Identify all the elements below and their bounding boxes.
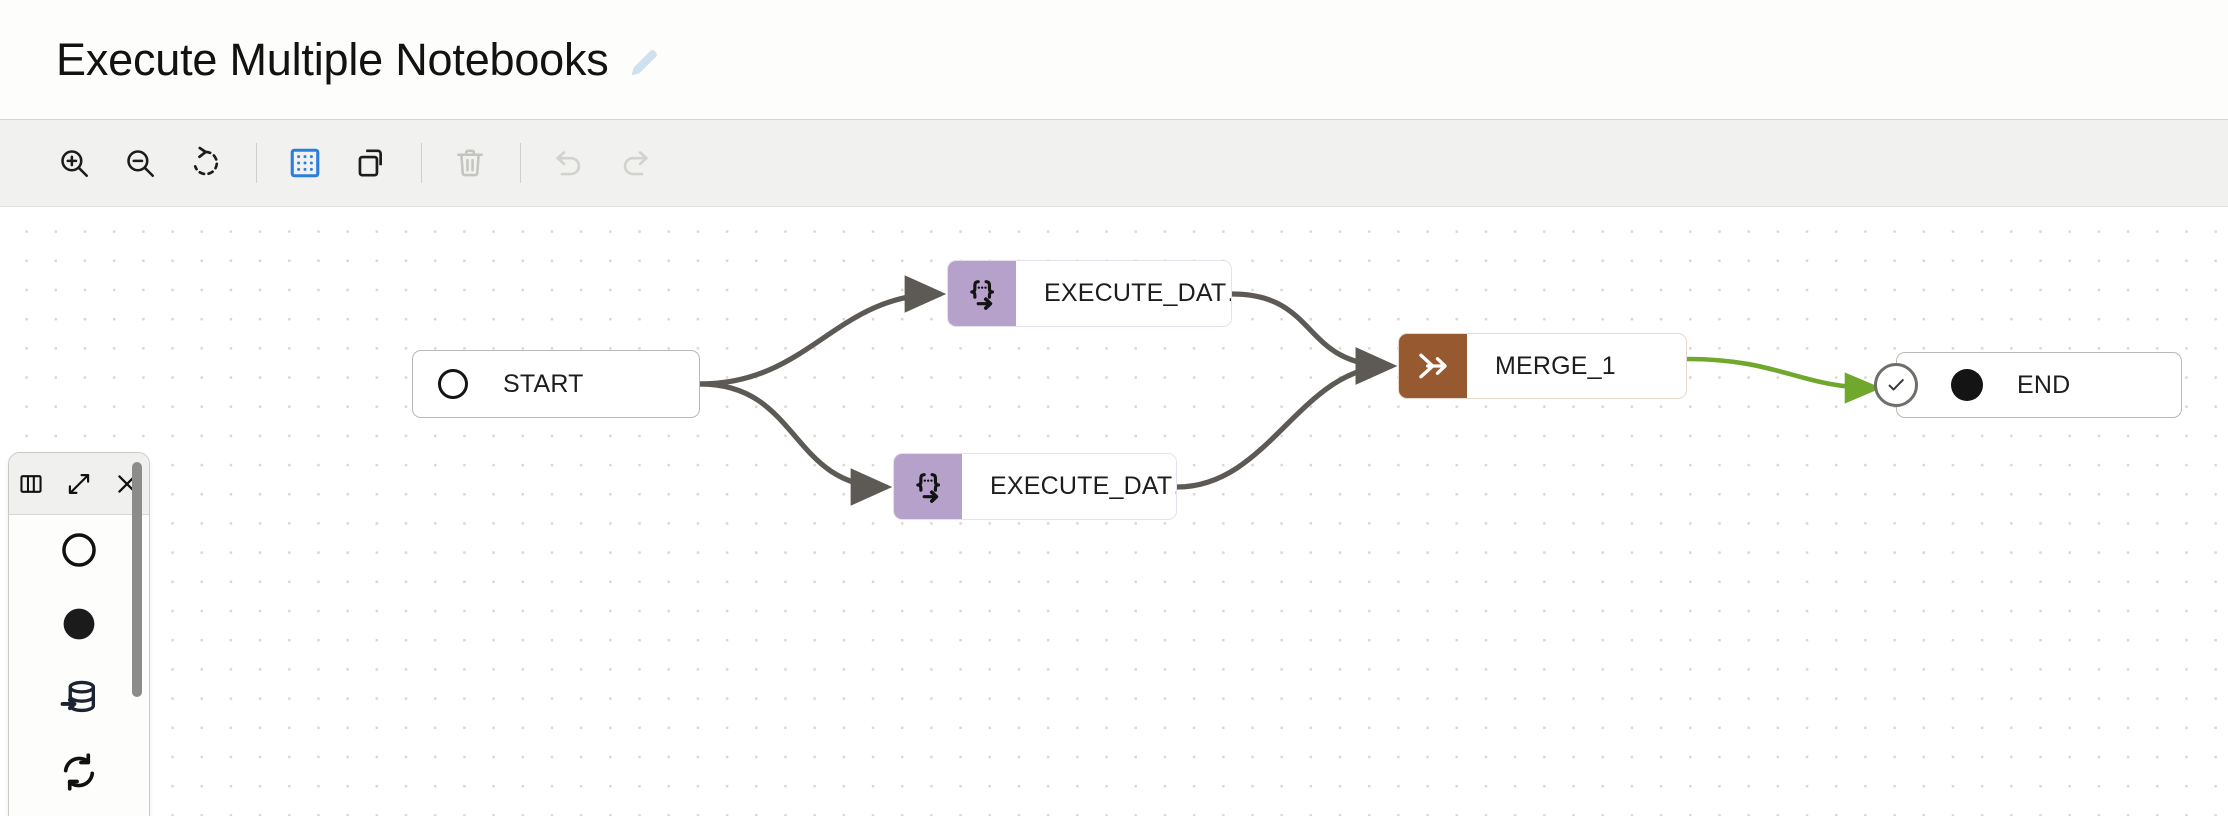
circle-outline-icon	[58, 529, 100, 576]
page-title: Execute Multiple Notebooks	[56, 34, 609, 85]
redo-button[interactable]	[609, 137, 661, 189]
palette-item-end-node[interactable]	[9, 589, 149, 663]
palette-item-loop[interactable]	[9, 737, 149, 811]
canvas-toolbar	[0, 120, 2228, 207]
flow-canvas[interactable]: START EXECUTE_DAT…	[0, 207, 2228, 816]
panel-layout-icon[interactable]	[14, 467, 48, 501]
node-start-label: START	[503, 369, 584, 398]
title-bar: Execute Multiple Notebooks	[0, 0, 2228, 120]
node-execute-dat-2-label: EXECUTE_DAT…	[990, 472, 1177, 500]
node-end[interactable]: END	[1896, 352, 2182, 418]
toolbar-divider-1	[256, 143, 257, 183]
node-execute-dat-1[interactable]: EXECUTE_DAT…	[947, 260, 1232, 327]
reset-view-button[interactable]	[180, 137, 232, 189]
code-run-icon	[948, 261, 1016, 326]
status-badge[interactable]	[1874, 363, 1918, 407]
circle-outline-icon	[413, 369, 493, 399]
code-run-icon	[894, 454, 962, 519]
palette-header	[9, 453, 149, 515]
undo-button[interactable]	[543, 137, 595, 189]
edge-start-to-execute-2	[697, 381, 893, 506]
node-end-label: END	[2017, 370, 2071, 399]
palette-item-start-node[interactable]	[9, 515, 149, 589]
edge-execute-2-to-merge	[1174, 347, 1398, 490]
palette-item-branch[interactable]	[9, 811, 149, 816]
palette-item-load-data[interactable]	[9, 663, 149, 737]
edge-start-to-execute-1	[697, 275, 947, 387]
palette-item-list[interactable]: SQL	[9, 515, 149, 816]
zoom-in-button[interactable]	[48, 137, 100, 189]
refresh-loop-icon	[58, 751, 100, 798]
node-palette-panel: SQL	[8, 452, 150, 816]
edge-execute-1-to-merge	[1229, 291, 1398, 385]
pencil-icon[interactable]	[627, 46, 661, 80]
toggle-grid-button[interactable]	[279, 137, 331, 189]
expand-arrows-icon[interactable]	[62, 467, 96, 501]
duplicate-button[interactable]	[345, 137, 397, 189]
toolbar-divider-3	[520, 143, 521, 183]
palette-scrollbar-thumb[interactable]	[132, 462, 142, 697]
node-merge-1[interactable]: MERGE_1	[1398, 333, 1687, 399]
node-execute-dat-1-label: EXECUTE_DAT…	[1044, 279, 1232, 307]
node-start[interactable]: START	[412, 350, 700, 418]
circle-filled-icon	[58, 603, 100, 650]
toolbar-divider-2	[421, 143, 422, 183]
node-merge-1-label: MERGE_1	[1495, 351, 1616, 380]
node-execute-dat-2[interactable]: EXECUTE_DAT…	[893, 453, 1177, 520]
delete-button[interactable]	[444, 137, 496, 189]
zoom-out-button[interactable]	[114, 137, 166, 189]
merge-arrow-icon	[1399, 334, 1467, 398]
database-import-icon	[58, 677, 100, 724]
circle-filled-icon	[1897, 369, 1995, 401]
edge-merge-to-end	[1684, 356, 1882, 404]
